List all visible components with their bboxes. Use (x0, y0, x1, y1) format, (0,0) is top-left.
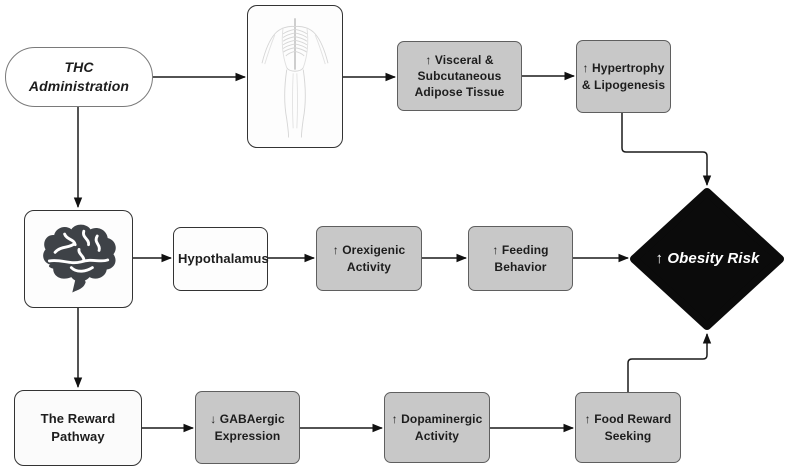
node-label: ↑ Dopaminergic Activity (391, 412, 483, 443)
node-hypertrophy-lipogenesis: ↑ Hypertrophy & Lipogenesis (576, 40, 671, 113)
node-visceral-adipose: ↑ Visceral & Subcutaneous Adipose Tissue (397, 41, 522, 111)
connector-foodreward-to-obesity (627, 333, 712, 392)
nervous-system-illustration (261, 18, 329, 138)
node-label: ↑ Visceral & Subcutaneous Adipose Tissue (414, 52, 505, 100)
node-gabaergic-expression: ↓ GABAergic Expression (195, 391, 300, 464)
node-label: ↑ Food Reward Seeking (584, 412, 672, 443)
node-label: ↓ GABAergic Expression (210, 412, 285, 443)
brain-icon (42, 224, 116, 293)
node-label: ↑ Orexigenic Activity (332, 243, 406, 274)
node-label: ↑ Hypertrophy & Lipogenesis (581, 61, 666, 92)
node-body-figure (247, 5, 343, 148)
node-label: THC Administration (28, 59, 130, 94)
connector-hypertrophy-to-obesity (621, 113, 712, 186)
node-label: ↑ Feeding Behavior (492, 243, 549, 274)
node-dopaminergic-activity: ↑ Dopaminergic Activity (384, 392, 490, 463)
node-brain (24, 210, 133, 308)
node-label: The Reward Pathway (40, 411, 116, 444)
node-label: Hypothalamus (178, 251, 269, 267)
node-orexigenic-activity: ↑ Orexigenic Activity (316, 226, 422, 291)
node-food-reward-seeking: ↑ Food Reward Seeking (575, 392, 681, 463)
node-label: ↑ Obesity Risk (655, 249, 760, 267)
node-hypothalamus: Hypothalamus (173, 227, 269, 291)
node-thc-administration: THC Administration (5, 47, 153, 107)
node-obesity-risk-label: ↑ Obesity Risk (635, 240, 780, 278)
node-feeding-behavior: ↑ Feeding Behavior (468, 226, 573, 291)
node-reward-pathway: The Reward Pathway (14, 390, 142, 466)
